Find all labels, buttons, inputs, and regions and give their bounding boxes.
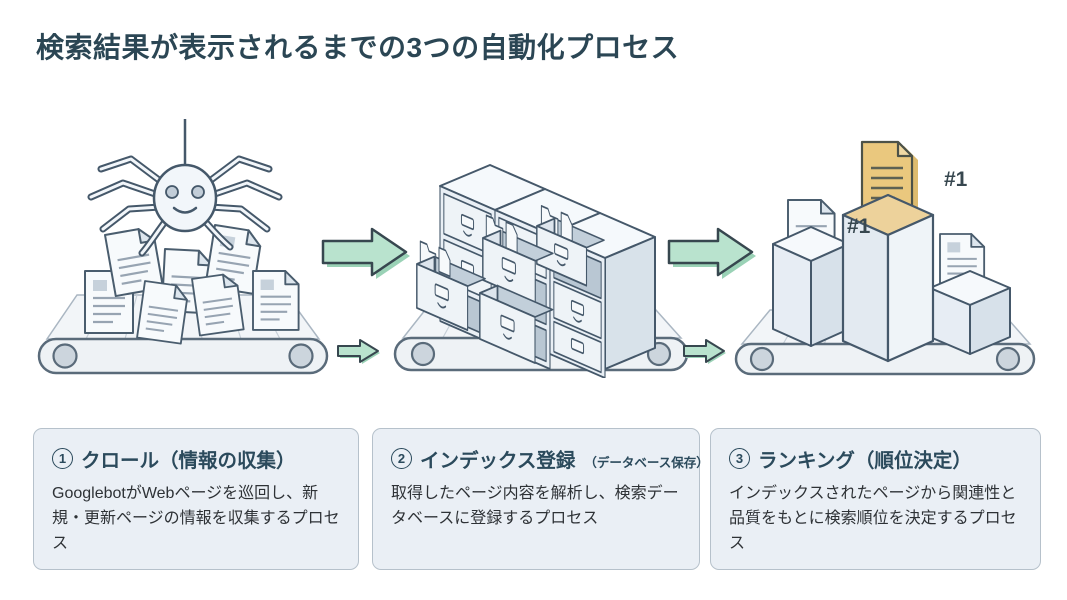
step-number-badge: 1 xyxy=(52,448,73,469)
step-title: ランキング（順位決定） xyxy=(758,450,972,472)
rank-badge: #1 xyxy=(847,215,871,238)
spider-crawler-icon xyxy=(87,119,283,257)
arrow-right-small-icon xyxy=(683,339,727,365)
step-card-crawl: 1 クロール（情報の収集） GooglebotがWebページを巡回し、新規・更新… xyxy=(33,428,359,570)
filing-cabinet-icon xyxy=(416,164,656,378)
step-title: インデックス登録 xyxy=(420,450,576,472)
step-description: GooglebotがWebページを巡回し、新規・更新ページの情報を収集するプロセ… xyxy=(52,485,340,552)
step-description: インデックスされたページから関連性と品質をもとに検索順位を決定するプロセス xyxy=(729,485,1017,552)
step-card-index: 2 インデックス登録 （データベース保存） 取得したページ内容を解析し、検索デー… xyxy=(372,428,709,570)
step-title: クロール（情報の収集） xyxy=(81,450,296,472)
crawler-illustration xyxy=(37,119,329,375)
step-number-badge: 3 xyxy=(729,448,750,469)
step-heading: 3 ランキング（順位決定） xyxy=(729,444,1024,473)
step-heading: 2 インデックス登録 （データベース保存） xyxy=(391,444,709,473)
open-drawer-folders xyxy=(482,214,554,304)
open-drawer-folders xyxy=(416,240,486,332)
ranking-illustration: #1 #1 xyxy=(734,140,1036,376)
step-title-suffix: （データベース保存） xyxy=(584,455,709,470)
open-drawer-empty xyxy=(479,284,554,365)
arrow-right-small-icon xyxy=(337,339,381,365)
step-heading: 1 クロール（情報の収集） xyxy=(52,444,342,473)
open-drawer-folders xyxy=(536,204,605,287)
page-title: 検索結果が表示されるまでの3つの自動化プロセス xyxy=(36,32,680,63)
step-description: 取得したページ内容を解析し、検索データベースに登録するプロセス xyxy=(391,485,679,527)
step-card-ranking: 3 ランキング（順位決定） インデックスされたページから関連性と品質をもとに検索… xyxy=(710,428,1041,570)
step-number-badge: 2 xyxy=(391,448,412,469)
indexing-illustration xyxy=(393,164,689,378)
winner-document-icon xyxy=(860,140,918,216)
podium-bars: #1 #1 xyxy=(772,140,1011,363)
rank-badge: #1 xyxy=(944,168,968,191)
